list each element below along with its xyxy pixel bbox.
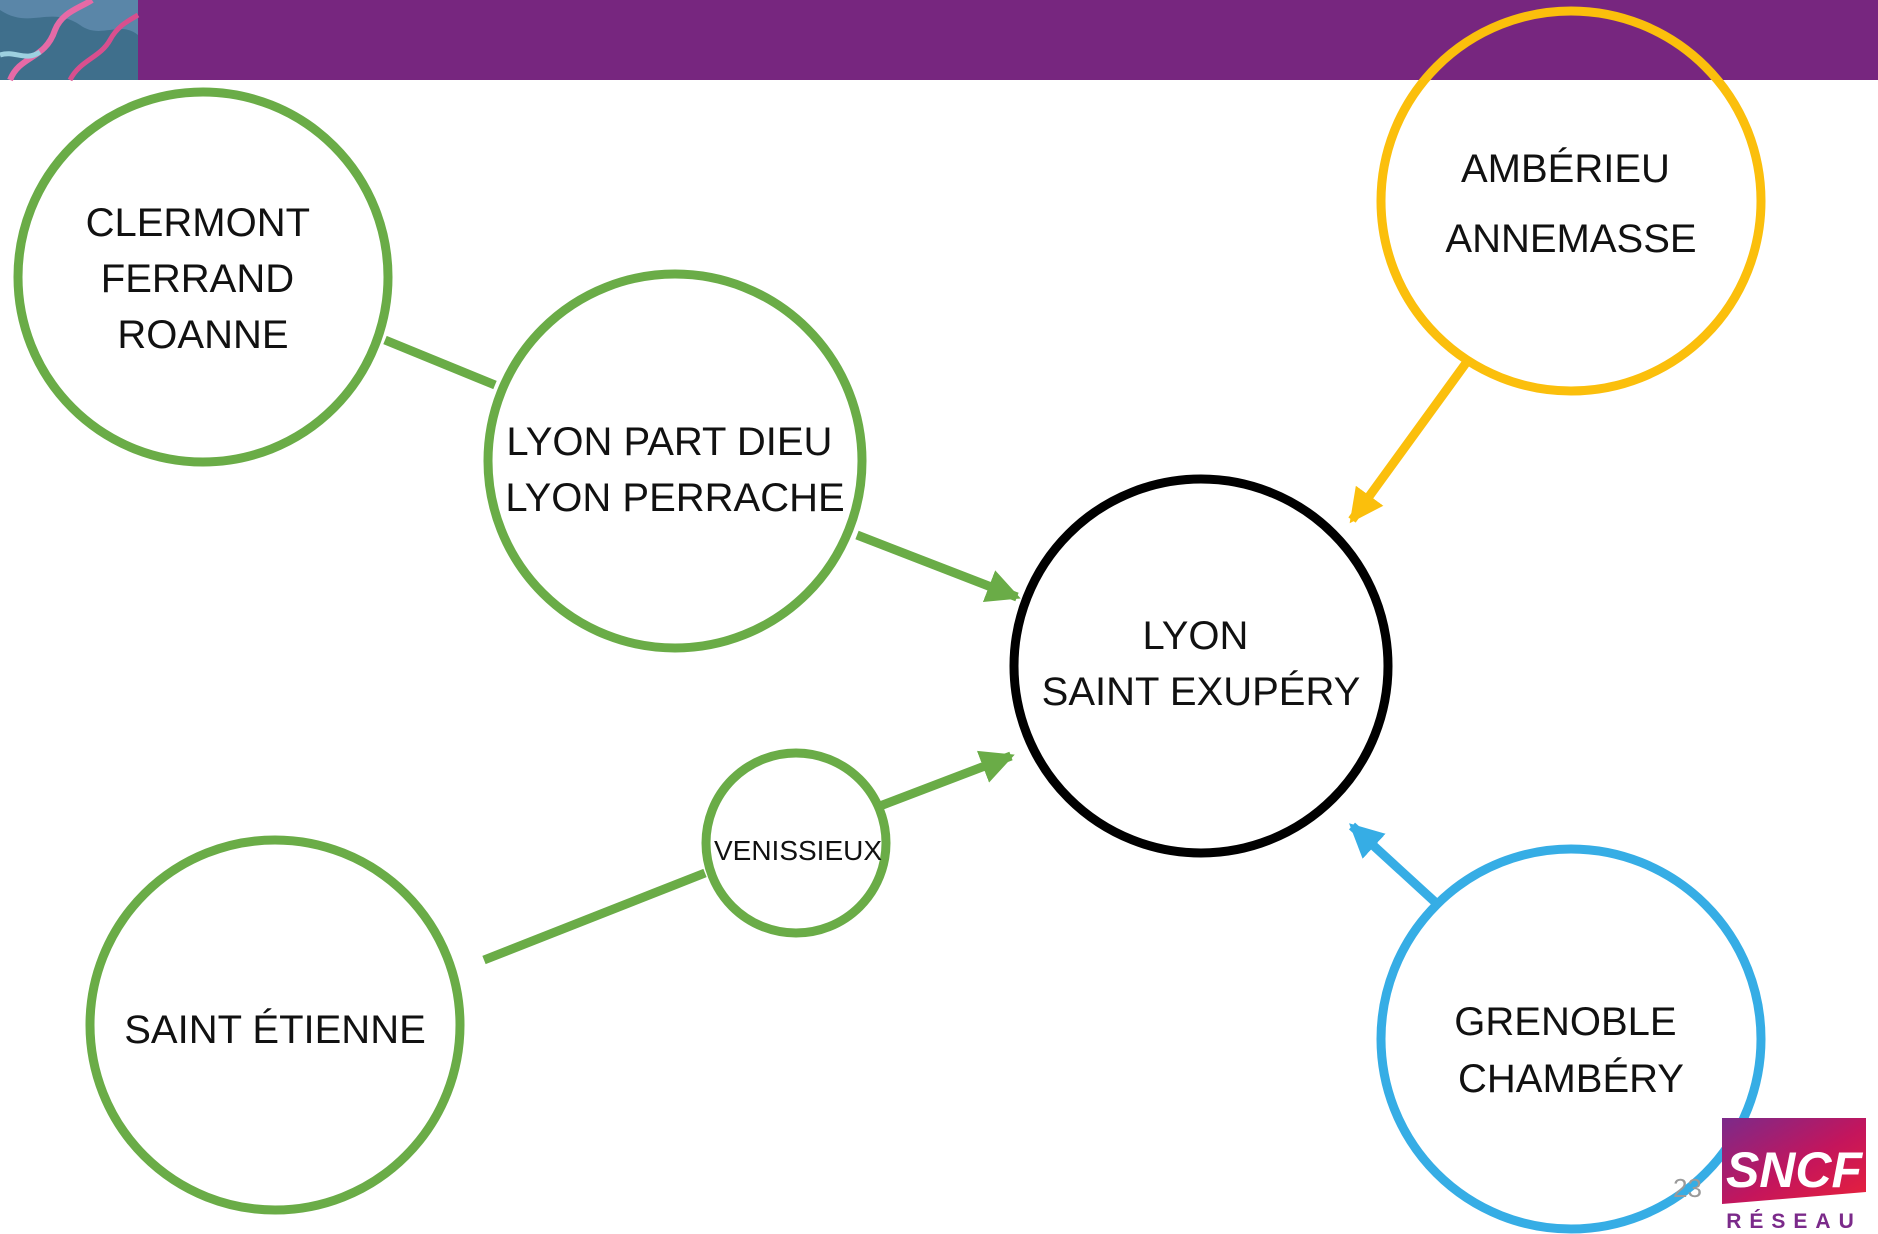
label-line: SAINT EXUPÉRY — [1042, 669, 1361, 714]
arrow-venissieux-to-hub — [878, 750, 1015, 811]
header-corner-image — [0, 0, 140, 82]
label-line: GRENOBLE — [1454, 1000, 1676, 1044]
page-number: 23 — [1673, 1173, 1702, 1203]
logo-subtitle: RÉSEAU — [1726, 1210, 1862, 1233]
node-circle-clermont — [13, 87, 393, 467]
node-label-saint-etienne: SAINT ÉTIENNE — [124, 1007, 426, 1052]
arrow-lyon-city-to-hub — [855, 530, 1021, 603]
node-circle-venissieux — [701, 748, 891, 938]
label-line: ROANNE — [117, 313, 288, 357]
arrow-grenoble-to-hub — [1348, 822, 1439, 906]
arrow-amberieu-to-hub — [1348, 360, 1470, 524]
label-line: CLERMONT — [86, 201, 310, 245]
node-label-clermont: CLERMONT FERRAND ROANNE — [86, 201, 321, 357]
node-label-venissieux: VENISSIEUX — [714, 835, 882, 866]
label-line: LYON — [1142, 614, 1248, 658]
node-label-amberieu: AMBÉRIEU ANNEMASSE — [1445, 146, 1696, 261]
node-circle-lyon-city — [483, 269, 867, 653]
label-line: FERRAND — [101, 257, 294, 301]
label-line: AMBÉRIEU — [1461, 146, 1670, 191]
connector-saint-etienne-venissieux — [482, 868, 707, 965]
node-circle-grenoble — [1376, 844, 1766, 1234]
label-line: LYON PERRACHE — [505, 476, 844, 520]
connector-clermont-lyon-city — [383, 335, 497, 390]
node-label-grenoble: GRENOBLE CHAMBÉRY — [1454, 1000, 1687, 1101]
logo-wordmark: SNCF — [1726, 1142, 1864, 1198]
label-line: ANNEMASSE — [1445, 217, 1696, 261]
node-circle-amberieu — [1376, 6, 1766, 396]
label-line: VENISSIEUX — [714, 835, 882, 866]
sncf-reseau-logo: SNCF RÉSEAU — [1722, 1118, 1866, 1233]
node-circle-hub — [1009, 474, 1393, 858]
label-line: SAINT ÉTIENNE — [124, 1007, 426, 1052]
node-label-hub: LYON SAINT EXUPÉRY — [1042, 614, 1361, 714]
label-line: LYON PART DIEU — [506, 420, 832, 464]
node-label-lyon-city: LYON PART DIEU LYON PERRACHE — [505, 420, 844, 520]
node-circle-saint-etienne — [85, 835, 465, 1215]
label-line: CHAMBÉRY — [1458, 1056, 1684, 1101]
